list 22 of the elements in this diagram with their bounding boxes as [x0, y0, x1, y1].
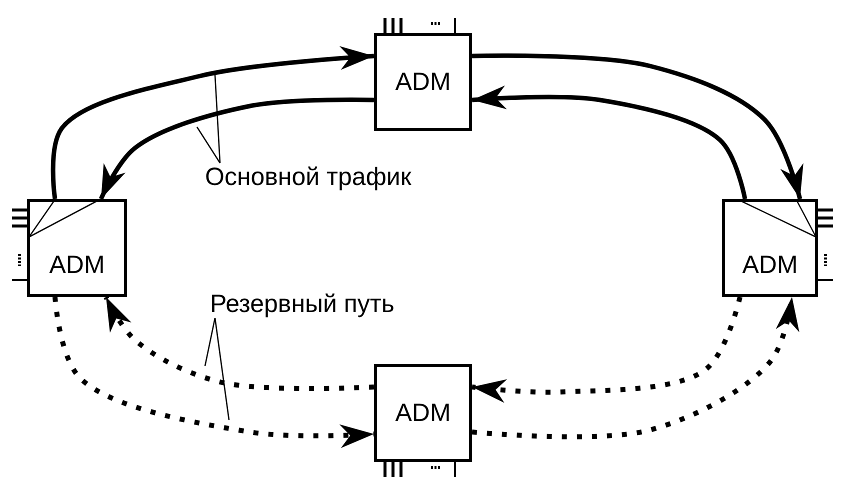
- adm-box: [374, 33, 472, 131]
- leader-line: [214, 74, 221, 164]
- dotted-arrow: [104, 296, 374, 392]
- arrow: [472, 53, 804, 200]
- leader-line: [196, 126, 221, 164]
- dotted-arrow: [472, 296, 742, 403]
- dotted-arrow: [472, 296, 800, 440]
- node-label: ADM: [395, 68, 451, 96]
- adm-box: [27, 199, 127, 297]
- annotation-text: Основной трафик: [205, 163, 412, 191]
- arrow: [472, 86, 748, 200]
- node-label: ADM: [49, 251, 105, 280]
- leader-line: [204, 318, 216, 366]
- adm-box: [722, 199, 818, 297]
- dotted-arrow: [52, 296, 374, 448]
- arrow: [98, 98, 374, 200]
- adm-box: [374, 364, 472, 462]
- leader-line: [214, 318, 230, 420]
- node-label: ADM: [742, 251, 798, 280]
- arrow: [50, 46, 374, 200]
- annotation-text: Резервный путь: [210, 290, 394, 318]
- node-label: ADM: [395, 398, 451, 428]
